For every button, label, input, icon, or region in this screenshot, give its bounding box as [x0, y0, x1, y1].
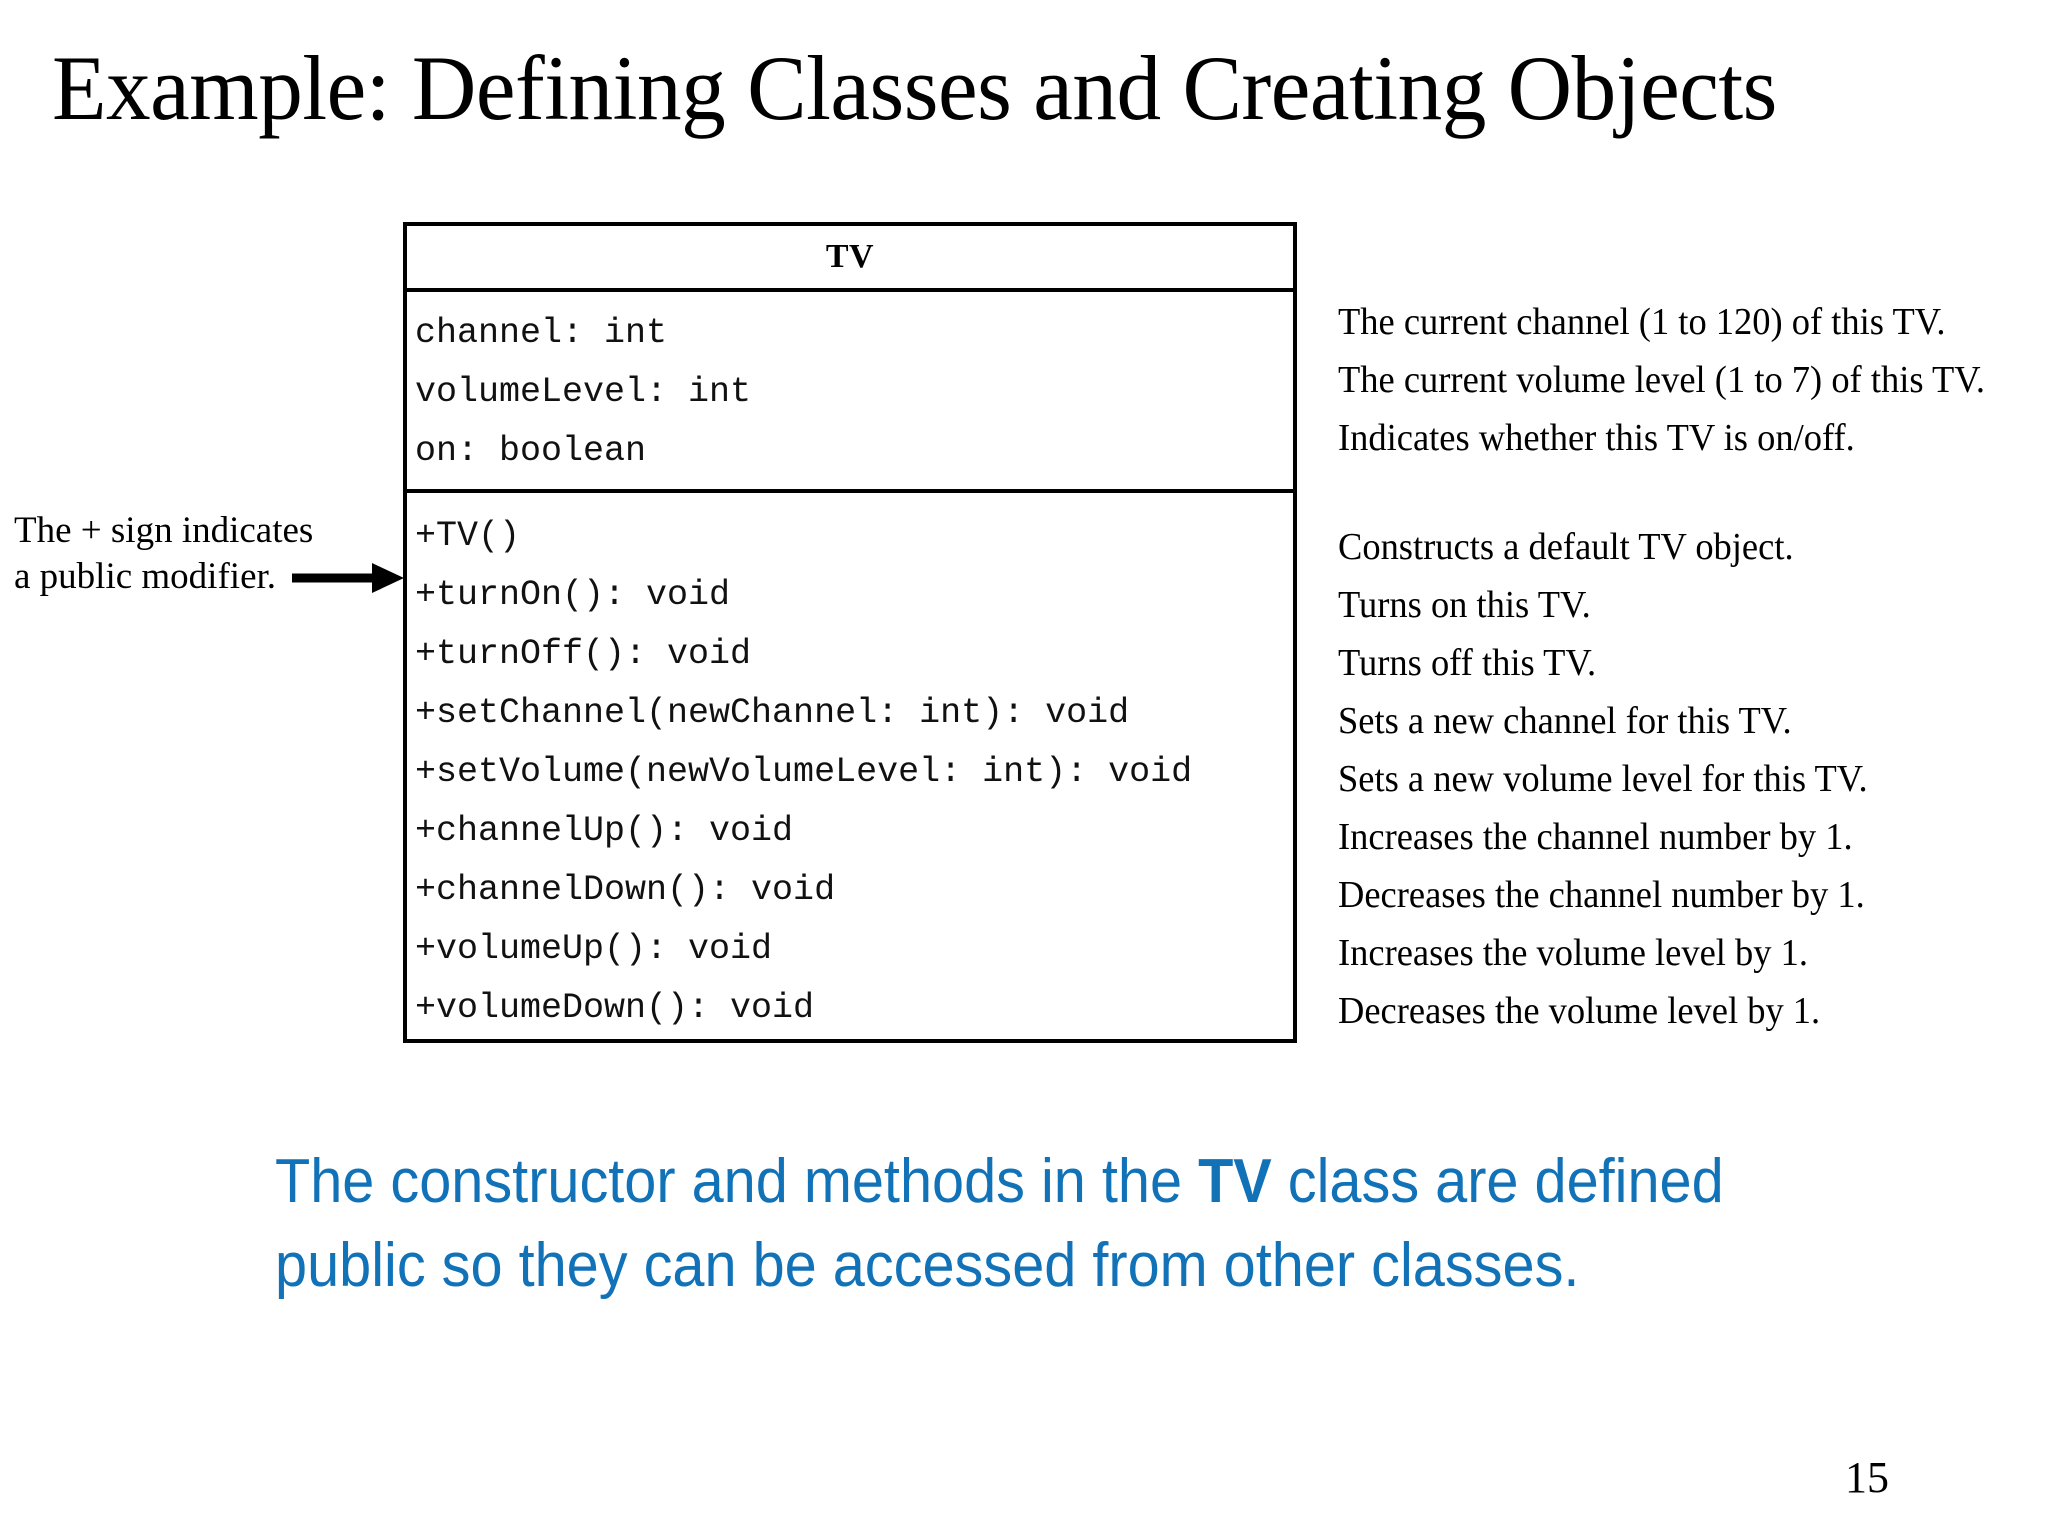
- method-description: Sets a new channel for this TV.: [1338, 700, 1792, 742]
- public-modifier-annotation: The + sign indicates a public modifier.: [14, 508, 344, 600]
- uml-method-row: +turnOn(): void: [415, 575, 731, 615]
- field-descriptions-column: The current channel (1 to 120) of this T…: [1338, 293, 2038, 467]
- uml-methods-compartment: +TV() +turnOn(): void +turnOff(): void +…: [407, 493, 1293, 1038]
- uml-method-row: +TV(): [415, 516, 521, 556]
- callout-part-1: The constructor and methods in the: [275, 1147, 1199, 1216]
- page-number: 15: [1845, 1453, 1889, 1502]
- callout-emphasis-tv: TV: [1198, 1147, 1272, 1216]
- uml-class-box: TV channel: int volumeLevel: int on: boo…: [403, 222, 1297, 1043]
- uml-method-row: +setChannel(newChannel: int): void: [415, 693, 1130, 733]
- uml-method-row: +channelDown(): void: [415, 870, 836, 910]
- page-title: Example: Defining Classes and Creating O…: [52, 37, 1777, 139]
- method-description: Turns on this TV.: [1338, 584, 1591, 626]
- uml-field-row: on: boolean: [415, 431, 647, 471]
- uml-method-row: +channelUp(): void: [415, 811, 794, 851]
- annotation-line-1: The + sign indicates: [14, 510, 314, 551]
- uml-field-row: volumeLevel: int: [415, 372, 752, 412]
- field-description: The current channel (1 to 120) of this T…: [1338, 301, 1946, 343]
- field-description: The current volume level (1 to 7) of thi…: [1338, 359, 1986, 401]
- method-description: Sets a new volume level for this TV.: [1338, 758, 1868, 800]
- arrow-right-icon: [292, 563, 404, 593]
- uml-method-row: +turnOff(): void: [415, 634, 752, 674]
- annotation-line-2: a public modifier.: [14, 556, 277, 597]
- uml-fields-compartment: channel: int volumeLevel: int on: boolea…: [407, 292, 1293, 493]
- uml-method-row: +setVolume(newVolumeLevel: int): void: [415, 752, 1193, 792]
- callout-part-2: class are defined public so they can be …: [275, 1147, 1724, 1300]
- uml-method-row: +volumeUp(): void: [415, 929, 773, 969]
- field-description: Indicates whether this TV is on/off.: [1338, 417, 1855, 459]
- blue-callout-text: The constructor and methods in the TV cl…: [275, 1140, 1726, 1308]
- method-description: Decreases the channel number by 1.: [1338, 874, 1865, 916]
- uml-field-row: channel: int: [415, 313, 668, 353]
- uml-class-name-compartment: TV: [407, 226, 1293, 292]
- method-description: Increases the volume level by 1.: [1338, 932, 1809, 974]
- method-description: Turns off this TV.: [1338, 642, 1597, 684]
- uml-class-name: TV: [825, 238, 875, 275]
- method-descriptions-column: Constructs a default TV object. Turns on…: [1338, 518, 2038, 1040]
- method-description: Constructs a default TV object.: [1338, 526, 1794, 568]
- method-description: Decreases the volume level by 1.: [1338, 990, 1821, 1032]
- method-description: Increases the channel number by 1.: [1338, 816, 1853, 858]
- uml-method-row: +volumeDown(): void: [415, 988, 815, 1028]
